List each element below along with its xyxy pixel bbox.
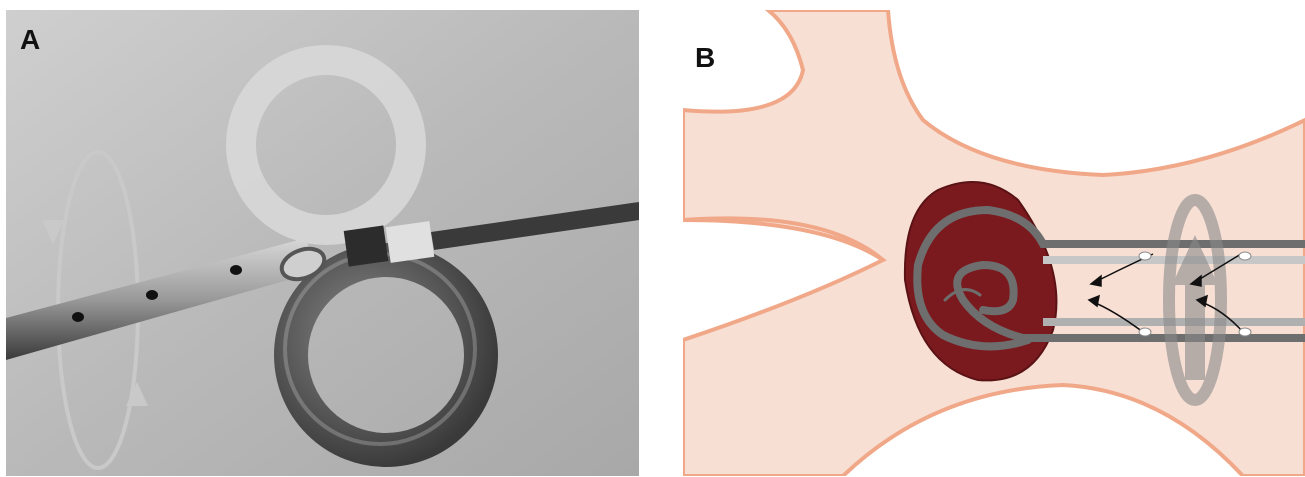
catheter-hub [386,221,435,263]
panel-label-a: A [20,26,40,54]
side-hole [230,265,242,275]
catheter-photo-illustration [6,10,639,476]
panel-label-b: B [695,44,715,72]
side-hole [146,290,158,300]
panel-a-photo: A [6,10,639,476]
schematic-illustration [683,10,1305,476]
marker-band [344,225,389,266]
panel-b-schematic: B [683,10,1305,476]
side-hole [72,312,84,322]
